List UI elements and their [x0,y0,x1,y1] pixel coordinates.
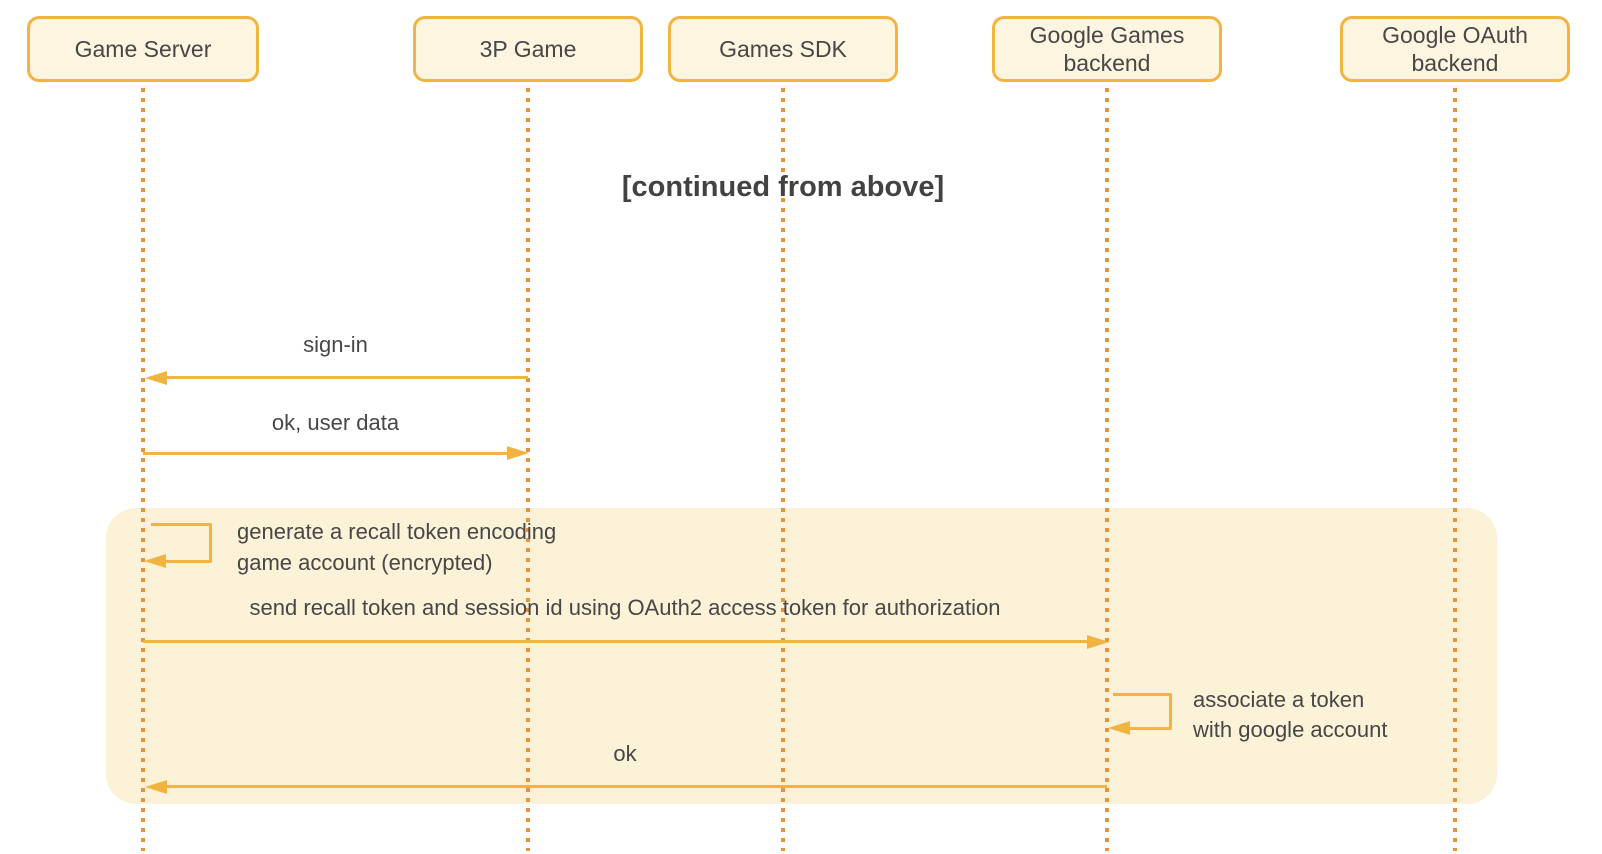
actor-label-3p-game: 3P Game [479,36,577,62]
arrowhead-right-icon [507,446,529,460]
arrowhead-left-icon [145,780,167,794]
message-arrow-ok [165,785,1107,788]
continued-heading: [continued from above] [621,171,945,203]
self-message-loop-game-server [151,523,212,563]
message-label-send-recall-token: send recall token and session id using O… [249,595,1001,620]
actor-label-game-server: Game Server [74,36,212,62]
message-arrow-sign-in [165,376,528,379]
arrowhead-left-icon [144,554,166,568]
actor-label-google-oauth-backend: Google OAuth backend [1382,22,1528,76]
message-label-generate-recall-token: generate a recall token encoding game ac… [237,519,557,575]
actor-box-game-server: Game Server [27,16,259,82]
actor-label-google-games-backend: Google Games backend [1029,22,1185,76]
actor-box-3p-game: 3P Game [413,16,643,82]
actor-box-google-oauth-backend: Google OAuth backend [1340,16,1570,82]
lifeline-3p-game [526,88,530,851]
message-label-associate-token: associate a token with google account [1193,687,1388,742]
message-label-sign-in: sign-in [303,332,368,357]
self-message-loop-google-games-backend [1113,693,1172,730]
lifeline-google-games-backend [1105,88,1109,851]
lifeline-google-oauth-backend [1453,88,1457,851]
arrowhead-left-icon [1108,721,1130,735]
actor-label-games-sdk: Games SDK [719,36,847,62]
highlight-region [106,508,1497,804]
actor-box-google-games-backend: Google Games backend [992,16,1222,82]
message-arrow-send-recall-token [143,640,1087,643]
arrowhead-right-icon [1087,635,1109,649]
arrowhead-left-icon [145,371,167,385]
message-label-ok: ok [613,741,637,766]
message-arrow-ok-user-data [143,452,507,455]
actor-box-games-sdk: Games SDK [668,16,898,82]
lifeline-games-sdk [781,88,785,851]
lifeline-game-server [141,88,145,851]
message-label-ok-user-data: ok, user data [271,410,400,435]
